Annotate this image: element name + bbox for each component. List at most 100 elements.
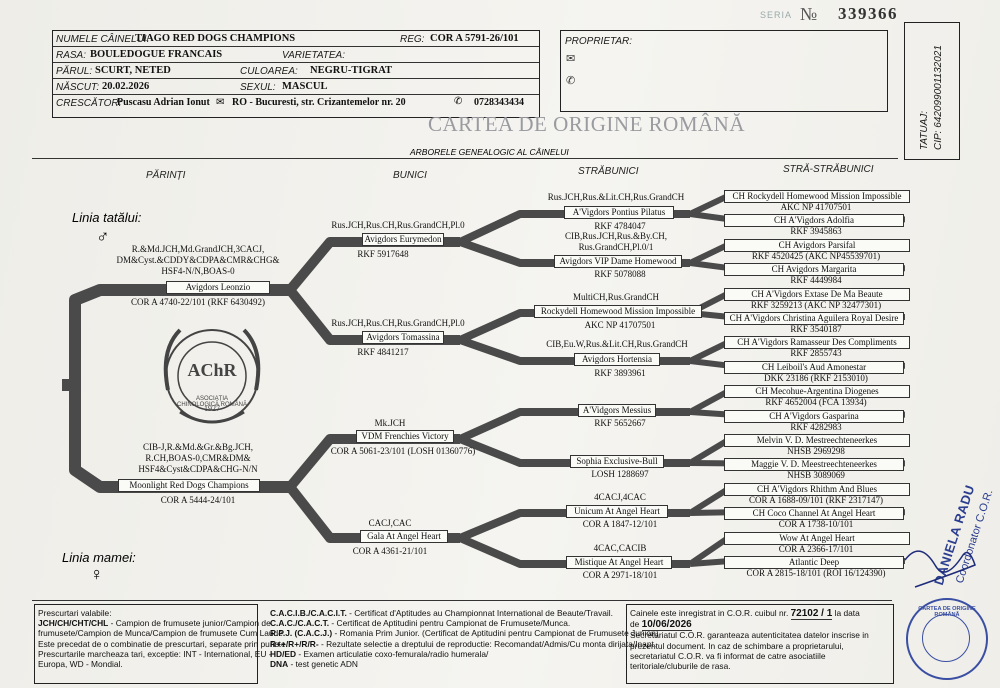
great-great-grandparent-6-name: CH A'Vigdors Christina Aguilera Royal De…: [724, 312, 904, 325]
great-great-grandparent-3-name: CH Avigdors Parsifal: [724, 238, 910, 252]
great-grandparent-5-name: A'Vidgors Messius: [578, 404, 656, 417]
great-great-grandparent-7-name: CH A'Vigdors Ramasseur Des Compliments: [724, 336, 910, 350]
serial-no-symbol: №: [800, 4, 818, 24]
great-grandparent-6-reg: LOSH 1288697: [591, 469, 649, 479]
sire-titles: R.&Md.JCH,Md.GrandJCH,3CACJ, DM&Cyst.&CD…: [116, 244, 280, 276]
breeder-name: Puscasu Adrian Ionut: [117, 97, 210, 108]
grandparent-3-name: VDM Frenchies Victory: [356, 430, 454, 443]
owner-box: [560, 30, 888, 112]
variety-label: VARIETATEA:: [282, 50, 345, 61]
great-grandparent-4-name: Avigdors Hortensia: [574, 353, 660, 366]
grandparent-1-titles: Rus.JCH,Rus.CH,Rus.GrandCH,Pl.0: [331, 220, 465, 230]
col-grandparents: BUNICI: [393, 170, 427, 181]
great-grandparent-2-reg: RKF 5078088: [594, 269, 646, 279]
footer-col1: Prescurtari valabile: JCH/CH/CHT/CHL - C…: [38, 608, 288, 670]
col-great-great-grandparents: STRĂ-STRĂBUNICI: [783, 164, 874, 175]
reg-label: REG:: [400, 34, 425, 45]
footer-col2: C.A.C.I.B./C.A.C.I.T. - Certificat d'Apt…: [270, 608, 659, 670]
envelope-icon: ✉: [216, 97, 225, 108]
breeder-address: RO - Bucuresti, str. Crizantemelor nr. 2…: [232, 97, 406, 108]
born-label: NĂSCUT:: [56, 82, 100, 93]
great-great-grandparent-2-name: CH A'Vigdors Adolfia: [724, 214, 904, 228]
dog-color: NEGRU-TIGRAT: [310, 65, 393, 76]
great-grandparent-1-name: A'Vigdors Pontius Pilatus: [564, 206, 674, 219]
owner-phone-icon: ✆: [566, 75, 576, 87]
dog-reg: COR A 5791-26/101: [430, 33, 519, 44]
great-great-grandparent-12-name: Maggie V. D. Meestreechteneerkes: [724, 458, 904, 472]
great-great-grandparent-5-name: CH A'Vigdors Extase De Ma Beaute: [724, 287, 910, 301]
great-grandparent-7-reg: COR A 1847-12/101: [582, 519, 658, 529]
great-great-grandparent-13-name: CH A'Vigdors Rhithm And Blues: [724, 482, 910, 496]
dog-coat: SCURT, NETED: [95, 65, 171, 76]
great-great-grandparent-9-name: CH Mecohue-Argentina Diogenes: [724, 385, 910, 399]
tree-title: ARBORELE GENEALOGIC AL CÂINELUI: [410, 147, 569, 157]
great-great-grandparent-7-reg: RKF 2855743: [790, 348, 842, 359]
chip-number: CIP: 642099001132021: [933, 45, 944, 150]
mother-line-label: Linia mamei:: [62, 550, 136, 565]
dam-titles: CIB-J,R.&Md.&Gr.&Bg.JCH, R.CH,BOAS-0,CMR…: [138, 442, 258, 474]
great-great-grandparent-3-reg: RKF 4520425 (AKC NP45539701): [751, 250, 881, 261]
great-grandparent-7-name: Unicum At Angel Heart: [566, 505, 668, 518]
great-grandparent-5-reg: RKF 5652667: [594, 418, 646, 428]
great-great-grandparent-16-name: Atlantic Deep: [724, 556, 904, 569]
great-great-grandparent-4-reg: RKF 4449984: [790, 275, 842, 286]
dog-name: TIAGO RED DOGS CHAMPIONS: [135, 33, 296, 44]
great-great-grandparent-4-name: CH Avigdors Margarita: [724, 263, 904, 277]
great-great-grandparent-11-reg: NHSB 2969298: [787, 446, 845, 456]
great-grandparent-4-titles: CIB,Eu.W,Rus.&Lit.CH,Rus.GrandCH: [546, 339, 688, 349]
great-grandparent-3-name: Rockydell Homewood Mission Impossible: [534, 305, 702, 318]
dam-name: Moonlight Red Dogs Champions: [118, 479, 260, 492]
great-great-grandparent-10-reg: RKF 4282983: [790, 421, 842, 432]
grandparent-4-reg: COR A 4361-21/101: [352, 546, 428, 556]
official-stamp: CARTEA DE ORIGINE ROMÂNĂ: [906, 598, 988, 680]
great-great-grandparent-5-reg: RKF 3259213 (AKC NP 32477301): [750, 299, 882, 310]
great-great-grandparent-10-name: CH A'Vigdors Gasparina: [724, 409, 904, 423]
grandparent-4-titles: CACJ,CAC: [368, 518, 412, 528]
breeder-label: CRESCĂTOR:: [56, 98, 122, 109]
logo-year: 1927: [204, 404, 220, 413]
great-great-grandparent-9-reg: RKF 4652004 (FCA 13934): [765, 397, 867, 408]
sex-label: SEXUL:: [240, 82, 276, 93]
great-grandparent-1-reg: RKF 4784047: [594, 221, 646, 231]
great-grandparent-8-titles: 4CAC,CACIB: [593, 543, 647, 553]
great-grandparent-6-name: Sophia Exclusive-Bull: [570, 455, 664, 468]
stamp-text: CARTEA DE ORIGINE ROMÂNĂ: [918, 606, 976, 618]
tattoo-box: [904, 22, 960, 160]
serial-label: SERIA: [760, 10, 793, 20]
great-grandparent-2-name: Avigdors VIP Dame Homewood: [554, 255, 682, 268]
great-grandparent-7-titles: 4CACJ,4CAC: [594, 492, 646, 502]
col-great-grandparents: STRĂBUNICI: [578, 166, 639, 177]
grandparent-2-name: Avigdors Tomassina: [362, 331, 444, 344]
great-great-grandparent-1-reg: AKC NP 41707501: [780, 202, 852, 212]
grandparent-4-name: Gala At Angel Heart: [360, 530, 448, 543]
logo-text: ASOCIAȚIA CHINOLOGICĂ ROMÂNĂ: [176, 396, 247, 408]
registration-box: [626, 604, 894, 684]
sire-reg: COR A 4740-22/101 (RKF 6430492): [130, 297, 265, 307]
dog-sex: MASCUL: [282, 81, 328, 92]
grandparent-3-titles: Mk.JCH: [374, 418, 406, 428]
owner-label: PROPRIETAR:: [565, 36, 633, 47]
dam-reg: COR A 5444-24/101: [160, 495, 236, 505]
great-great-grandparent-12-reg: NHSB 3089069: [787, 470, 845, 481]
dog-born: 20.02.2026: [102, 81, 150, 92]
father-line-label: Linia tatălui:: [72, 210, 142, 225]
owner-envelope-icon: ✉: [566, 53, 576, 65]
female-symbol-icon: ♀: [90, 564, 104, 584]
great-grandparent-8-name: Mistique At Angel Heart: [566, 556, 672, 569]
grandparent-3-reg: COR A 5061-23/101 (LOSH 01360776): [330, 446, 476, 456]
great-grandparent-3-titles: MultiCH,Rus.GrandCH: [572, 292, 659, 302]
name-label: NUMELE CÂINELUI:: [56, 34, 150, 45]
great-grandparent-8-reg: COR A 2971-18/101: [582, 570, 658, 580]
breed-label: RASA:: [56, 50, 87, 61]
grandparent-2-reg: RKF 4841217: [357, 347, 409, 357]
great-great-grandparent-1-name: CH Rockydell Homewood Mission Impossible: [724, 190, 910, 203]
great-grandparent-1-titles: Rus.JCH,Rus.&Lit.CH,Rus.GrandCH: [547, 192, 685, 202]
great-great-grandparent-15-reg: COR A 2366-17/101: [778, 543, 854, 554]
great-great-grandparent-2-reg: RKF 3945863: [790, 226, 842, 237]
great-great-grandparent-11-name: Melvin V. D. Mestreechteneerkes: [724, 434, 910, 447]
registration-text: Cainele este inregistrat in C.O.R. cuibu…: [630, 608, 869, 672]
great-great-grandparent-16-reg: COR A 2815-18/101 (ROI 16/124390): [746, 568, 886, 578]
phone-icon: ✆: [454, 96, 463, 107]
coat-label: PĂRUL:: [56, 66, 93, 77]
grandparent-1-name: Avigdors Eurymedon: [362, 233, 444, 246]
